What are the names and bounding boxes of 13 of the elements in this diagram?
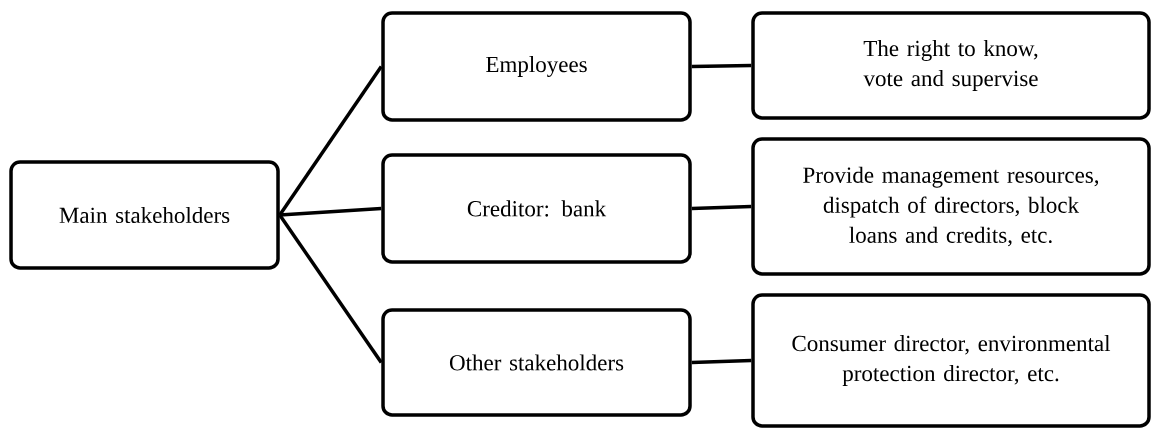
- text-box: Creditor: bank: [381, 153, 692, 264]
- text-box: Employees: [381, 11, 692, 122]
- connector-line: [691, 63, 752, 69]
- text-box: The right to know, vote and supervise: [751, 11, 1151, 120]
- text-box: Provide management resources, dispatch of directors, block loans and credits, etc.: [751, 137, 1151, 276]
- text-box: Other stakeholders: [381, 308, 692, 417]
- text-box: Main stakeholders: [9, 160, 280, 270]
- connector-line: [691, 358, 752, 365]
- connector-line: [691, 204, 752, 211]
- connector-line: [278, 214, 383, 364]
- connector-line: [278, 65, 383, 216]
- connector-line: [279, 206, 382, 217]
- text-box: Consumer director, environmental protection director, etc.: [751, 293, 1151, 428]
